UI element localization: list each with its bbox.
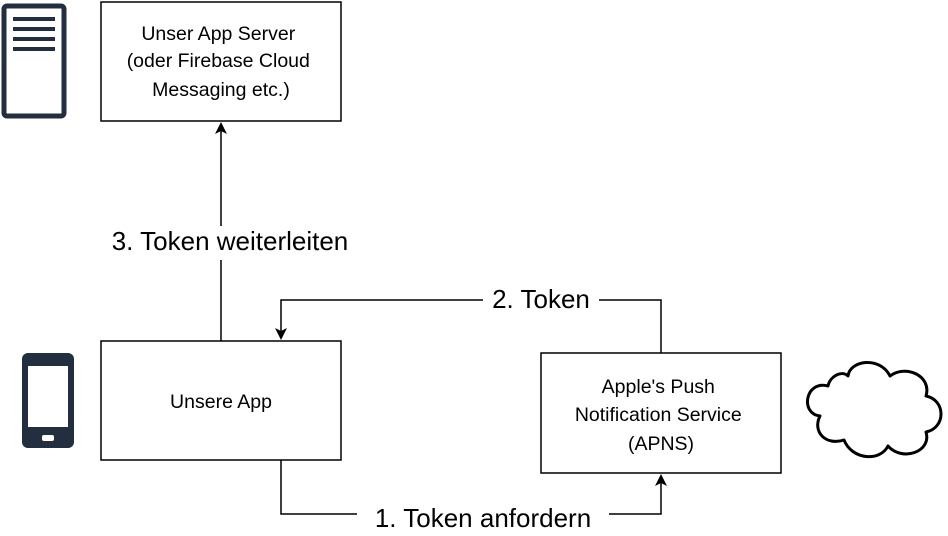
cloud-icon	[806, 361, 943, 459]
token-edge	[275, 299, 662, 353]
app-label-line: Unsere App	[170, 391, 272, 413]
apns-label-line: Notification Service	[575, 404, 742, 426]
server-label-line: (oder Firebase Cloud	[127, 50, 310, 72]
request-token-label: 1. Token anfordern	[375, 503, 591, 533]
server-icon	[1, 3, 67, 119]
apns-label-line: (APNS)	[628, 433, 694, 455]
server-box	[100, 1, 342, 122]
server-label-line: Messaging etc.)	[152, 79, 290, 101]
app-box	[100, 340, 342, 461]
forward-token-label: 3. Token weiterleiten	[112, 226, 349, 256]
apns-label-line: Apple's Push	[602, 376, 715, 398]
app-label: Unsere App	[170, 391, 272, 413]
server-label: Unser App Server (oder Firebase Cloud Me…	[127, 23, 316, 101]
apns-box	[540, 352, 782, 474]
smartphone-icon	[22, 353, 74, 448]
server-label-line: Unser App Server	[141, 23, 295, 45]
token-label: 2. Token	[492, 284, 590, 314]
apns-label: Apple's Push Notification Service (APNS)	[575, 376, 747, 455]
